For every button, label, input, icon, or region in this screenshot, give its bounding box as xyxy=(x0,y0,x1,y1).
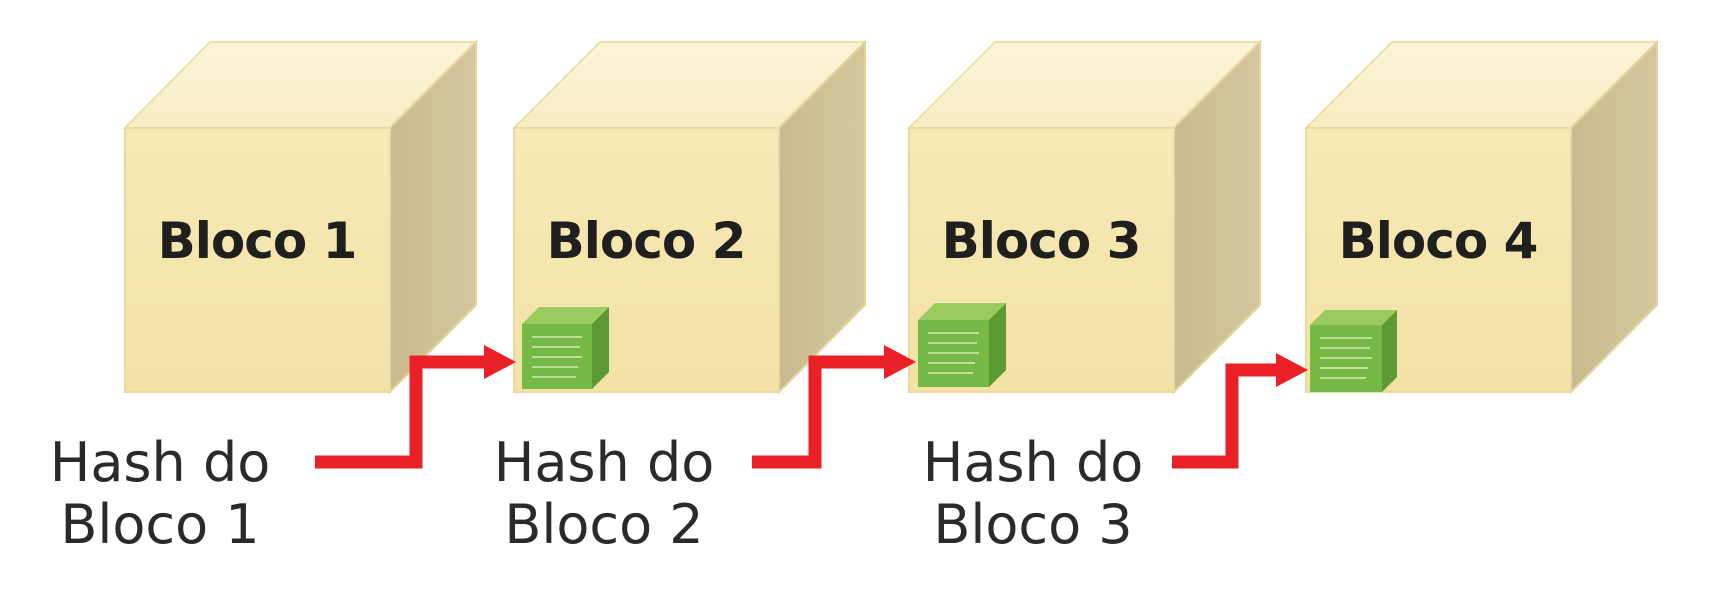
hash-label-3-line1: Hash do xyxy=(922,431,1144,494)
block-3: Bloco 3 xyxy=(906,39,1263,395)
hash-label-2-line1: Hash do xyxy=(493,431,715,494)
block-4-label: Bloco 4 xyxy=(1339,212,1538,270)
hash-label-2: Hash do Bloco 2 xyxy=(488,432,720,556)
hash-cube-icon xyxy=(522,307,609,389)
right-angle-arrow-icon xyxy=(1172,363,1282,469)
hash-label-3: Hash do Bloco 3 xyxy=(917,432,1149,556)
hash-label-1-line2: Bloco 1 xyxy=(60,493,260,556)
block-4: Bloco 4 xyxy=(1303,39,1660,395)
arrow-1 xyxy=(315,345,516,469)
hash-cube-icon xyxy=(1310,310,1397,392)
right-angle-arrow-icon xyxy=(315,355,490,469)
block-2-label: Bloco 2 xyxy=(547,212,746,270)
block-1: Bloco 1 xyxy=(122,39,479,395)
arrow-2 xyxy=(752,345,916,469)
hash-cube-icon xyxy=(918,303,1006,387)
block-1-front xyxy=(124,127,391,393)
block-1-label: Bloco 1 xyxy=(158,212,357,270)
hash-label-2-line2: Bloco 2 xyxy=(504,493,704,556)
hash-label-1-line1: Hash do xyxy=(49,431,271,494)
arrow-3 xyxy=(1172,353,1308,469)
hash-label-1: Hash do Bloco 1 xyxy=(44,432,276,556)
hash-label-3-line2: Bloco 3 xyxy=(933,493,1133,556)
right-angle-arrow-icon xyxy=(752,355,890,469)
block-3-label: Bloco 3 xyxy=(942,212,1141,270)
block-2: Bloco 2 xyxy=(511,39,868,395)
